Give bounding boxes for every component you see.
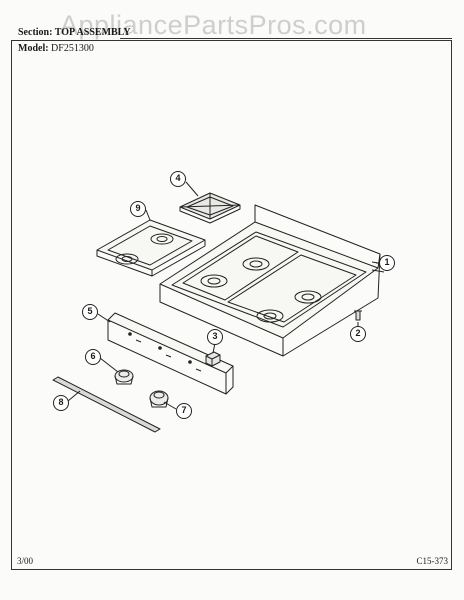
section-label: Section: (18, 27, 53, 38)
callout-9: 9 (130, 201, 146, 217)
callout-2: 2 (350, 326, 366, 342)
screw (354, 310, 362, 321)
section-line: Section: TOP ASSEMBLY (18, 27, 131, 38)
burner-grate (179, 192, 241, 224)
model-label: Model: (18, 43, 49, 54)
control-knob-left (114, 369, 134, 385)
section-value: TOP ASSEMBLY (54, 27, 131, 38)
control-knob-right (149, 390, 169, 408)
callout-7: 7 (176, 403, 192, 419)
burner-box-panel (96, 219, 206, 277)
diagram-frame (11, 40, 452, 570)
callout-6: 6 (85, 349, 101, 365)
trim-strip (52, 376, 161, 433)
model-value: DF251300 (51, 43, 94, 54)
footer-date: 3/00 (17, 556, 34, 566)
small-bracket (205, 351, 221, 367)
model-line: Model: DF251300 (18, 43, 94, 54)
callout-8: 8 (53, 395, 69, 411)
control-panel (107, 312, 234, 395)
callout-1: 1 (379, 255, 395, 271)
callout-5: 5 (82, 304, 98, 320)
cooktop-main-top (159, 204, 385, 357)
header-rule (120, 38, 452, 39)
footer-page-code: C15-373 (416, 556, 449, 566)
callout-3: 3 (207, 329, 223, 345)
callout-4: 4 (170, 171, 186, 187)
